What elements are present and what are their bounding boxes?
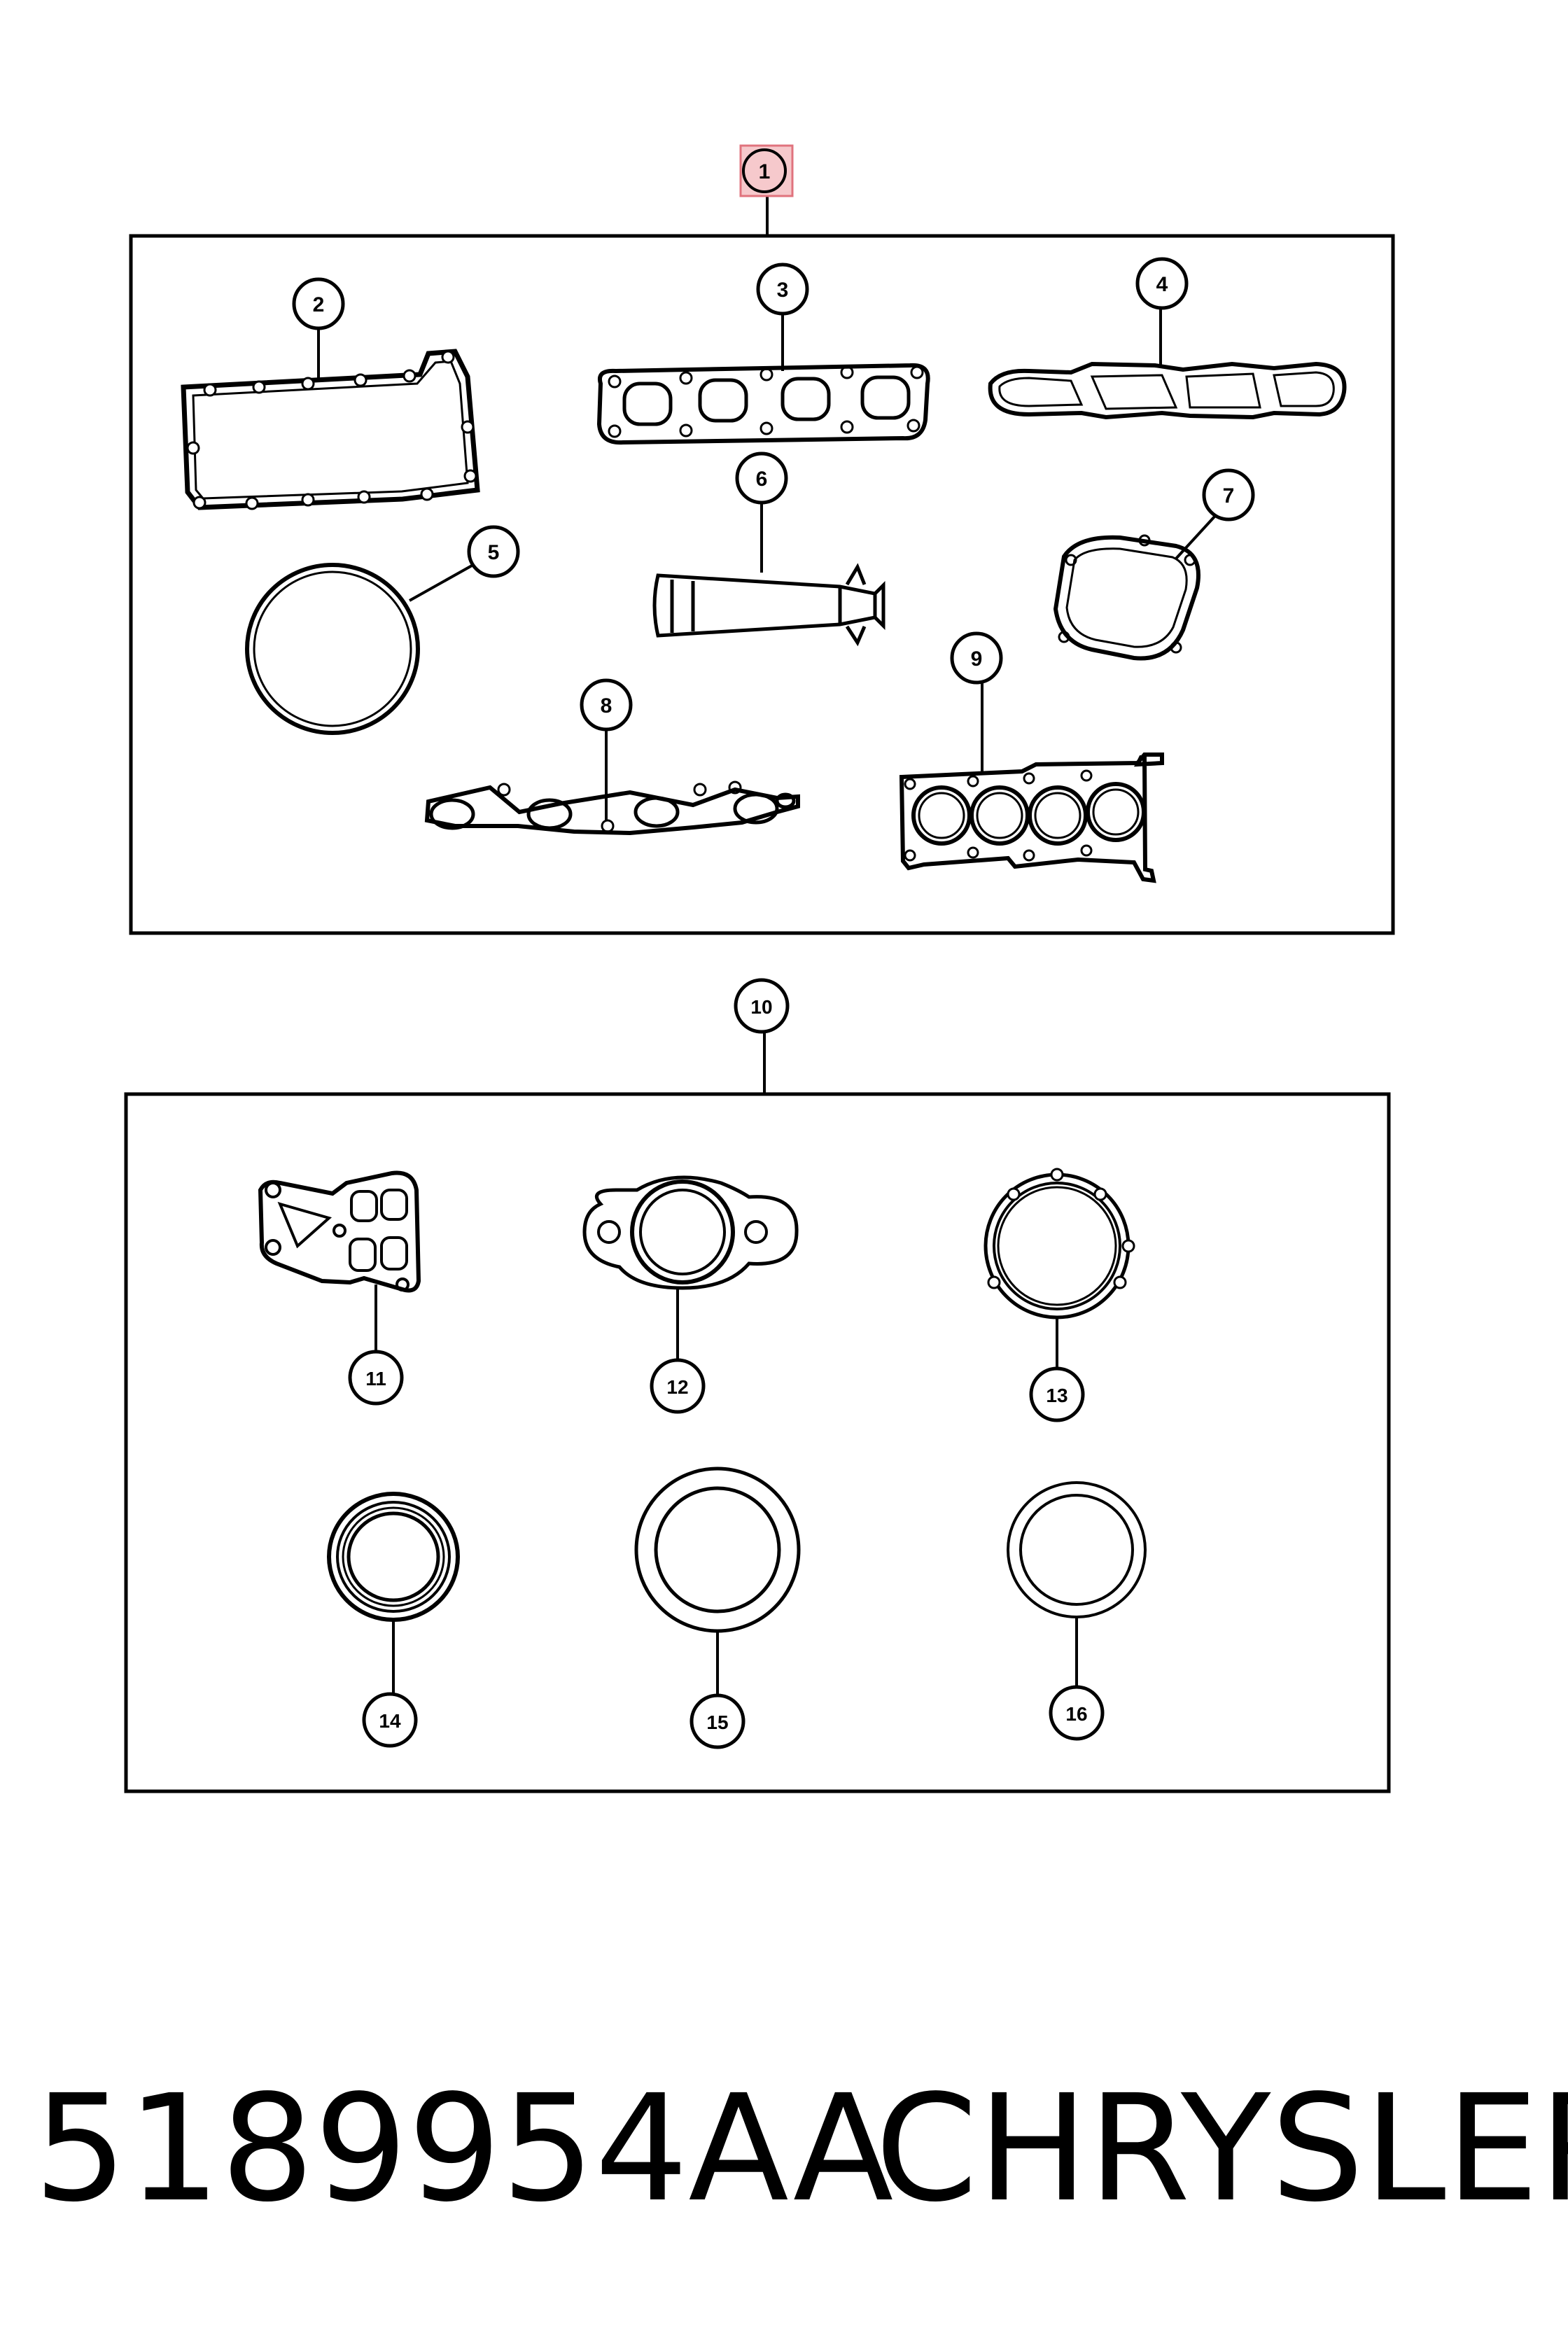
callout-14-circle [362,1692,418,1748]
flanged-gasket-part[interactable] [582,1175,799,1290]
callout-13-circle [1029,1366,1085,1422]
callout-10[interactable]: 10 [734,978,790,1034]
spark-plug-seal-gasket-part[interactable] [424,780,800,836]
callout-6[interactable]: 6 [735,451,788,505]
callout-11[interactable]: 11 [348,1350,404,1406]
callout-9[interactable]: 9 [950,631,1003,685]
callout-11-label: 11 [365,1368,386,1390]
callout-5-label: 5 [488,541,500,564]
callout-1[interactable]: 1 [742,148,787,193]
callout-3-label: 3 [777,279,789,302]
callout-10-label: 10 [750,996,772,1018]
part-number: 5189954AA [34,2063,894,2234]
callout-2-circle [292,277,345,330]
callout-12-circle [650,1358,706,1414]
callout-1-circle [742,148,787,193]
callout-12-label: 12 [666,1376,688,1398]
callout-4[interactable]: 4 [1135,257,1189,310]
intake-manifold-gasket-part[interactable] [988,361,1347,420]
callout-4-circle [1135,257,1189,310]
callout-11-circle [348,1350,404,1406]
callout-9-circle [950,631,1003,685]
callout-9-label: 9 [971,648,983,671]
lower-kit-frame [124,1092,1391,1793]
callout-2[interactable]: 2 [292,277,345,330]
callout-15-label: 15 [706,1712,728,1733]
callout-13[interactable]: 13 [1029,1366,1085,1422]
callout-7[interactable]: 7 [1202,468,1255,522]
oil-seal-part[interactable] [327,1492,460,1622]
callout-5[interactable]: 5 [467,525,520,578]
flat-ring-gasket-part[interactable] [634,1466,801,1633]
callout-15-circle [690,1693,746,1749]
exhaust-manifold-gasket-part[interactable] [596,363,930,445]
callout-12[interactable]: 12 [650,1358,706,1414]
callout-1-highlight[interactable] [739,144,794,197]
callout-13-label: 13 [1046,1385,1068,1406]
callout-8-label: 8 [601,694,612,718]
callout-16[interactable]: 16 [1049,1685,1105,1741]
footer-caption: 5189954AA CHRYSLER [0,2058,1568,2240]
callout-14[interactable]: 14 [362,1692,418,1748]
callout-7-label: 7 [1223,484,1235,507]
large-o-ring-part[interactable] [245,563,420,735]
cylinder-head-gasket-part[interactable] [899,752,1164,883]
callout-8[interactable]: 8 [580,678,633,732]
callout-3[interactable]: 3 [756,262,809,316]
thin-ring-gasket-part[interactable] [1007,1481,1147,1618]
callout-2-label: 2 [313,293,325,316]
upper-kit-frame [129,234,1395,935]
callout-8-circle [580,678,633,732]
callout-1-label: 1 [759,160,771,183]
callout-3-circle [756,262,809,316]
valve-cover-gasket-part[interactable] [181,349,480,510]
callout-16-label: 16 [1065,1703,1087,1725]
callout-4-label: 4 [1156,273,1168,296]
callout-14-label: 14 [379,1710,401,1732]
callout-5-circle [467,525,520,578]
callout-7-circle [1202,468,1255,522]
rear-seal-gasket-part[interactable] [983,1168,1135,1320]
throttle-body-gasket-part[interactable] [1053,534,1200,661]
callout-16-circle [1049,1685,1105,1741]
callout-6-label: 6 [756,468,768,491]
adapter-gasket-part[interactable] [258,1170,421,1293]
callout-10-circle [734,978,790,1034]
seal-installer-part[interactable] [652,563,886,647]
brand-name: CHRYSLER [875,2063,1568,2234]
callout-6-circle [735,451,788,505]
callout-15[interactable]: 15 [690,1693,746,1749]
